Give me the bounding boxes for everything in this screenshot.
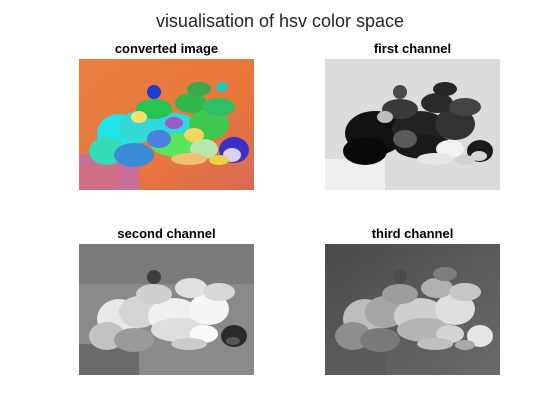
subplot-third-channel: third channel	[325, 226, 500, 378]
subplot-title: third channel	[371, 226, 454, 241]
subplot-converted-image: converted image	[79, 41, 254, 193]
figure-title: visualisation of hsv color space	[155, 11, 405, 31]
third-channel-image	[325, 244, 500, 375]
subplot-second-channel: second channel	[79, 226, 254, 378]
subplot-title: first channel	[373, 41, 452, 56]
subplot-first-channel: first channel	[325, 41, 500, 193]
subplot-title: converted image	[114, 41, 219, 56]
first-channel-image	[325, 59, 500, 190]
subplot-title: second channel	[117, 226, 216, 241]
second-channel-image	[79, 244, 254, 375]
converted-image	[79, 59, 254, 190]
